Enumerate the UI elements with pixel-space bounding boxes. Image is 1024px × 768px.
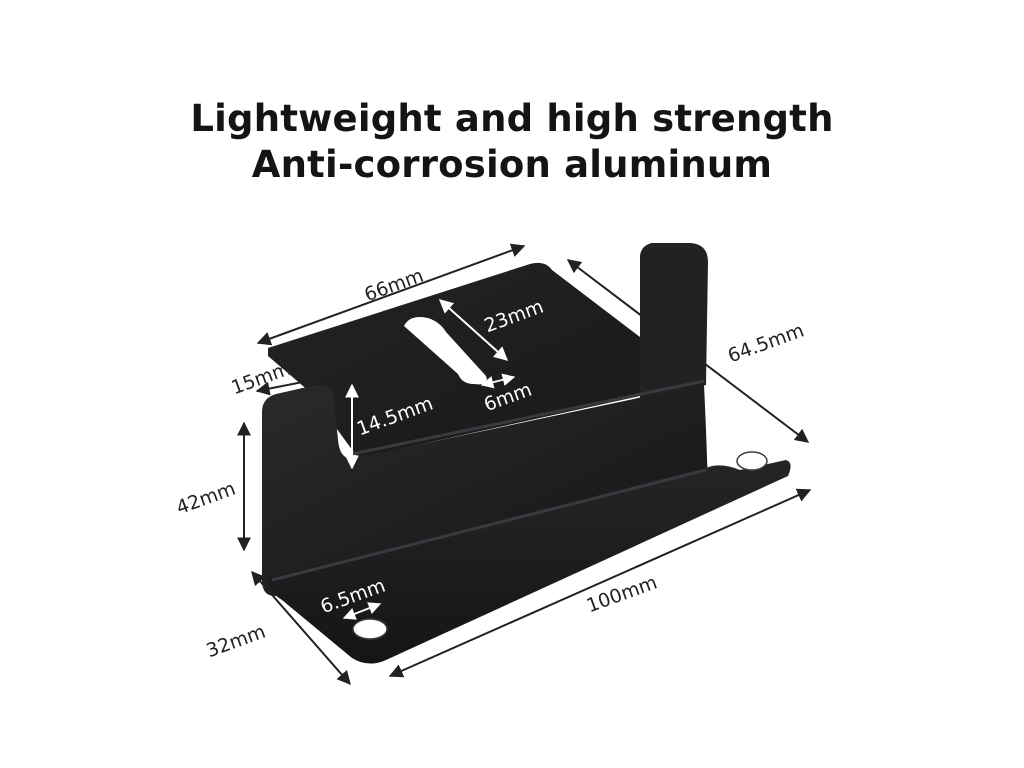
dim-arrow-66mm — [256, 243, 526, 346]
dim-arrow-32mm — [251, 570, 351, 686]
label-100mm: 100mm — [584, 571, 660, 617]
heading-line-1: Lightweight and high strength — [190, 97, 834, 140]
dim-arrow-6mm — [480, 373, 516, 389]
heading: Lightweight and high strength Anti-corro… — [0, 96, 1024, 188]
bracket-hole-right — [736, 451, 768, 471]
label-66mm: 66mm — [361, 265, 426, 307]
bracket-hole-left — [352, 618, 388, 640]
dim-arrow-100mm — [388, 488, 812, 678]
label-32mm: 32mm — [203, 621, 268, 663]
label-42mm: 42mm — [173, 478, 238, 520]
dim-arrow-6-5mm — [342, 602, 382, 620]
dim-arrow-23mm — [438, 299, 509, 361]
label-64-5mm: 64.5mm — [725, 319, 807, 367]
dim-arrow-15mm — [255, 374, 320, 396]
heading-line-2: Anti-corrosion aluminum — [251, 143, 773, 186]
dim-arrow-64-5mm — [566, 259, 810, 443]
